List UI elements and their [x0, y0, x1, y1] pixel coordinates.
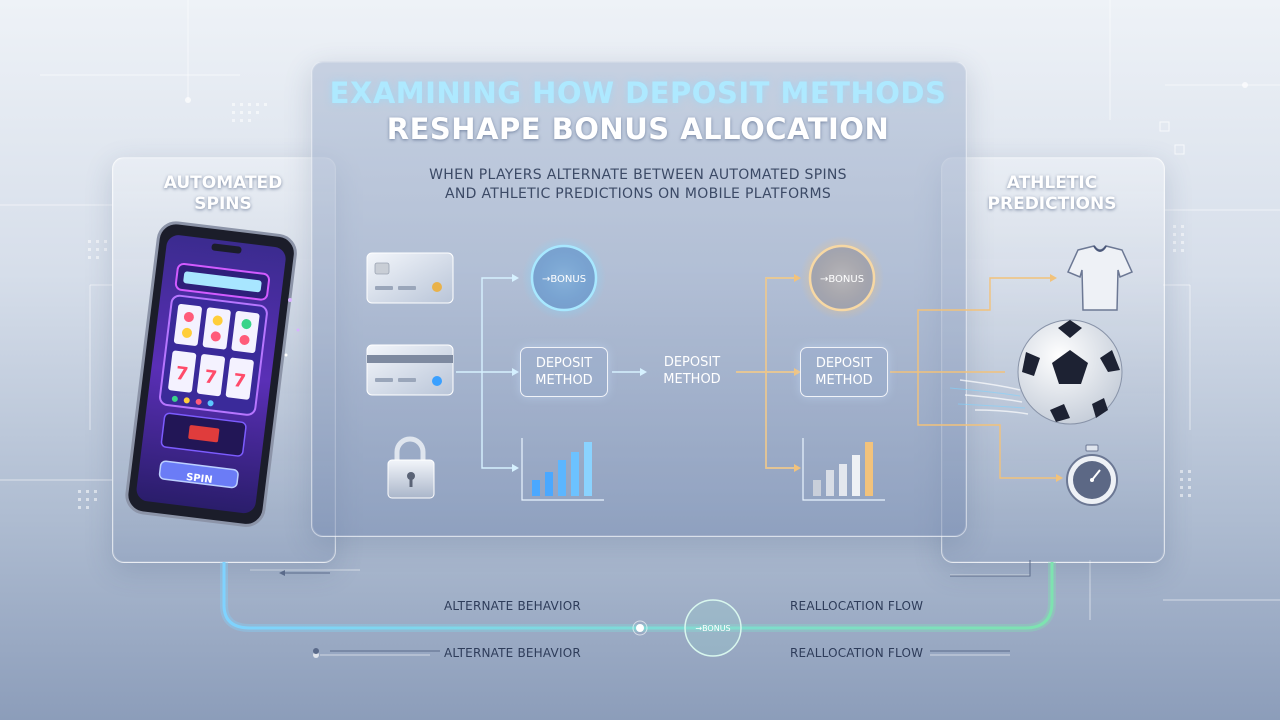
- credit-card-icon: [366, 252, 454, 304]
- bonus-label-blue: →BONUS: [542, 274, 586, 285]
- alternate-behavior-label-top: Alternate Behavior: [444, 599, 581, 613]
- stopwatch-icon: [1066, 444, 1118, 506]
- left-panel-title-line-2: Spins: [194, 194, 252, 214]
- right-panel-title-line-1: Athletic: [1006, 173, 1098, 193]
- left-panel-title-line-1: Automated: [163, 173, 283, 193]
- lock-icon: [387, 436, 435, 499]
- alternate-behavior-label-bottom: Alternate Behavior: [444, 646, 581, 660]
- svg-text:7: 7: [203, 366, 218, 388]
- bottom-bonus-label: →BONUS: [695, 624, 730, 633]
- bonus-badge-gold: →BONUS: [800, 236, 884, 320]
- page-title-line-1: Examining How Deposit Methods: [329, 76, 947, 110]
- bonus-label-gold: →BONUS: [820, 274, 864, 285]
- subtitle-line-1: When players alternate between automated…: [429, 167, 847, 183]
- svg-text:7: 7: [232, 370, 247, 392]
- deposit-box-left-line-1: Deposit: [535, 356, 593, 371]
- deposit-method-box-left: Deposit Method: [520, 347, 608, 397]
- bottom-bonus-badge: →BONUS: [684, 599, 742, 657]
- reallocation-flow-label-top: Reallocation Flow: [790, 599, 924, 613]
- slot-machine-icon: 7 7 7 SPIN: [158, 262, 300, 489]
- page-subtitle: When players alternate between automated…: [311, 166, 965, 204]
- page-title-line-2: Reshape Bonus Allocation: [386, 112, 890, 146]
- deposit-method-mid-label: Deposit Method: [650, 354, 734, 388]
- bar-chart-icon-gold: [802, 438, 885, 501]
- bar-chart-icon: [521, 438, 604, 501]
- deposit-box-right-line-1: Deposit: [815, 356, 873, 371]
- reallocation-flow-label-bottom: Reallocation Flow: [790, 646, 924, 660]
- deposit-box-left-line-2: Method: [535, 373, 593, 388]
- deposit-mid-line-1: Deposit: [663, 355, 721, 370]
- bonus-badge-blue: →BONUS: [522, 236, 606, 320]
- deposit-mid-line-2: Method: [663, 372, 721, 387]
- deposit-box-right-line-2: Method: [815, 373, 873, 388]
- credit-card-icon-2: [366, 344, 454, 396]
- bottom-flow-loop: [220, 562, 1056, 636]
- right-panel-title-line-2: Predictions: [987, 194, 1117, 214]
- spin-button-label: SPIN: [185, 472, 213, 486]
- subtitle-line-2: and athletic predictions on mobile platf…: [444, 186, 832, 202]
- svg-text:7: 7: [174, 363, 189, 385]
- deposit-method-box-right: Deposit Method: [800, 347, 888, 397]
- soccer-ball-icon: [949, 319, 1123, 425]
- jersey-icon: [1066, 245, 1134, 311]
